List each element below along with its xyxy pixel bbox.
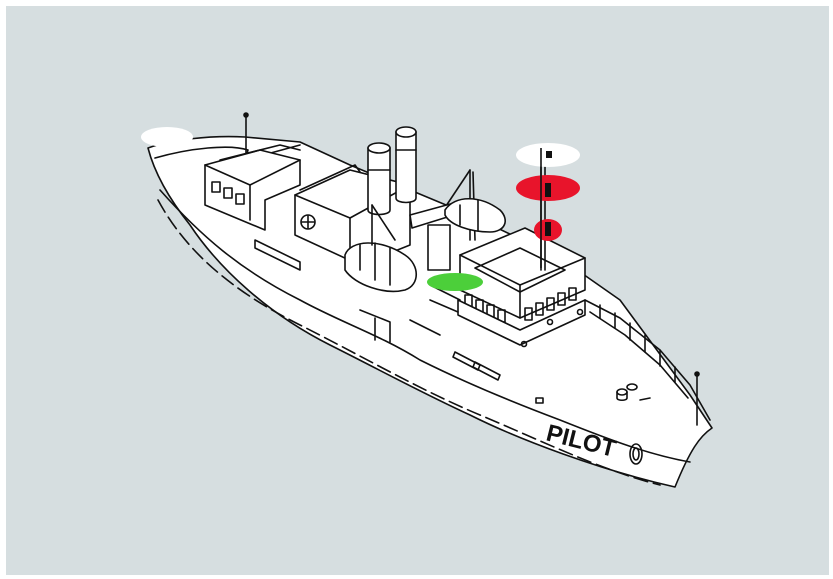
stern-light bbox=[141, 127, 193, 147]
deck-block bbox=[428, 225, 450, 270]
starboard-sidelight bbox=[427, 273, 483, 291]
